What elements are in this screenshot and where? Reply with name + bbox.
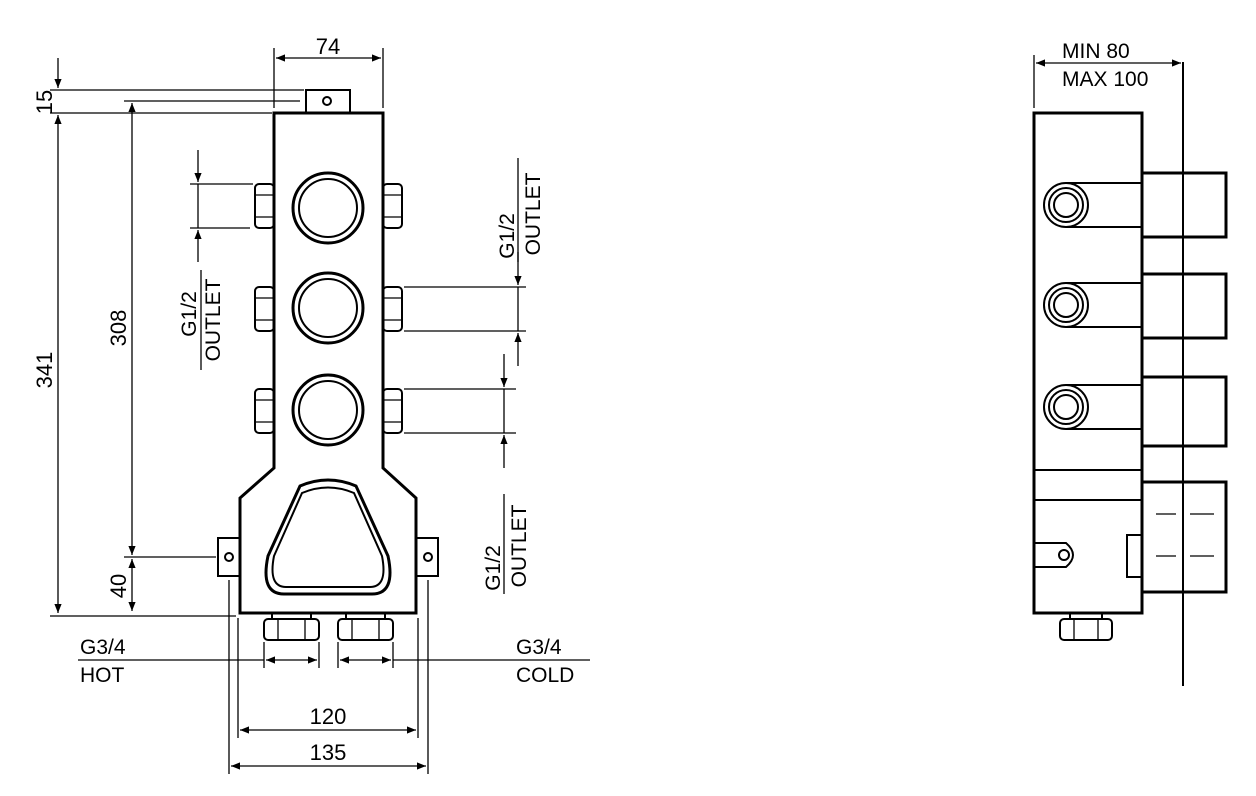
outlet-nut-right-2 (382, 286, 403, 332)
left-mounting-tab (217, 537, 241, 577)
inlet-cold-size: G3/4 (516, 636, 562, 659)
top-tab-hole (322, 96, 332, 106)
outlet-nut-left-1 (254, 183, 275, 229)
top-mounting-tab (305, 89, 351, 114)
inlet-hot-label: HOT (80, 664, 125, 687)
outlet-right-top-label: OUTLET (522, 172, 545, 255)
outlet-nut-right-3 (382, 388, 403, 434)
outlet-right-top-size: G1/2 (496, 213, 519, 259)
side-body (1032, 111, 1144, 615)
side-lower-housing (1126, 480, 1228, 594)
inlet-hot-size: G3/4 (80, 636, 126, 659)
inlet-nut-hot (263, 613, 320, 641)
inlet-cold-label: COLD (516, 664, 574, 687)
inlet-nut-cold (337, 613, 394, 641)
side-cartridge-1 (1043, 171, 1228, 239)
dim-bottom-offset: 40 (106, 574, 131, 598)
valve-port-2 (291, 271, 365, 345)
outlet-nut-left-2 (254, 286, 275, 332)
left-tab-hole (224, 552, 234, 562)
dim-width-outer: 135 (310, 740, 347, 765)
dim-top-width: 74 (316, 34, 340, 59)
right-mounting-tab (415, 537, 439, 577)
valve-port-1 (291, 171, 365, 245)
side-inlet-nut (1059, 613, 1113, 641)
side-cartridge-2 (1043, 272, 1228, 340)
valve-port-3 (291, 373, 365, 447)
dim-top-tab: 15 (32, 90, 57, 114)
front-view: 74 15 341 308 40 G1/2 OUTLET G1/2 (32, 34, 590, 774)
side-cartridge-3 (1043, 375, 1228, 448)
outlet-left-label: OUTLET (202, 278, 225, 361)
depth-min: MIN 80 (1062, 40, 1130, 63)
depth-max: MAX 100 (1062, 68, 1148, 91)
outlet-nut-left-3 (254, 388, 275, 434)
dim-total-height: 341 (32, 352, 57, 389)
outlet-left-size: G1/2 (178, 291, 201, 337)
side-view: MIN 80 MAX 100 (1032, 40, 1228, 686)
outlet-right-bottom-size: G1/2 (482, 545, 505, 591)
valve-body-outline (238, 111, 418, 615)
dim-inner-height: 308 (106, 310, 131, 347)
outlet-right-bottom-label: OUTLET (508, 504, 531, 587)
right-tab-hole (423, 552, 433, 562)
side-bracket (1034, 542, 1074, 568)
outlet-nut-right-1 (382, 183, 403, 229)
dim-width-inner: 120 (310, 704, 347, 729)
mixing-chamber (264, 478, 392, 596)
